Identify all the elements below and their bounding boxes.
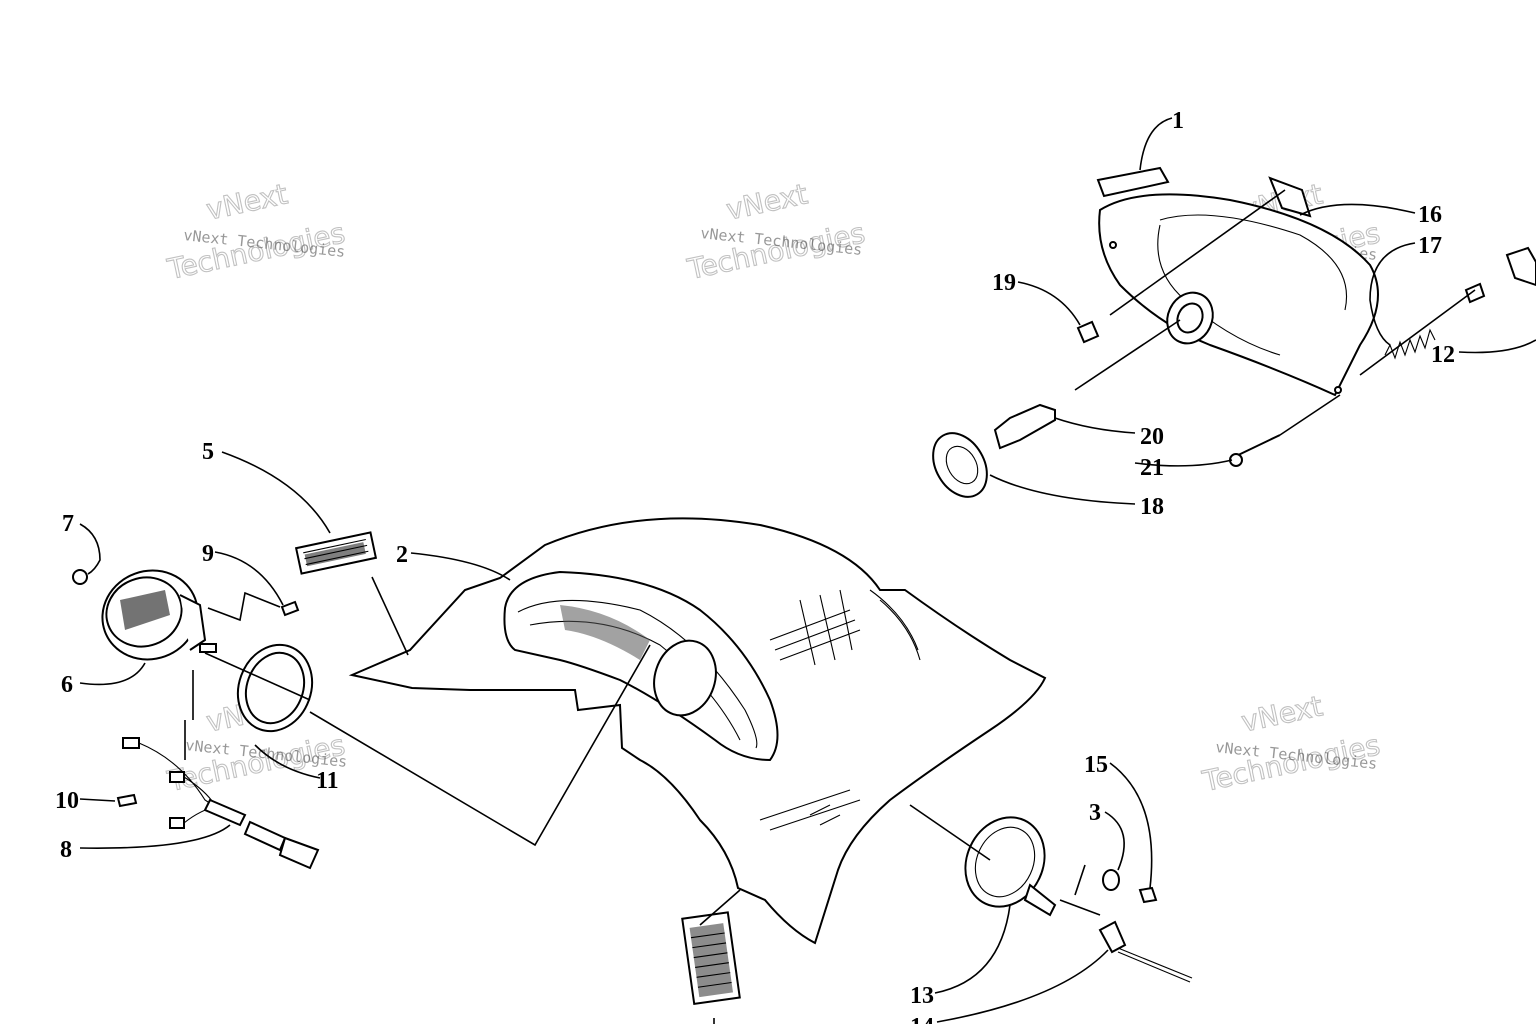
callout-6: 6 [61,672,73,698]
screw-7 [72,569,88,585]
wire-harness [122,737,320,870]
callout-15: 15 [1084,752,1108,778]
nut-15 [1138,886,1158,904]
callout-numbers: 1 2 3 5 6 7 8 9 10 11 12 13 14 15 16 17 … [55,108,1455,1024]
screw-19 [1076,320,1100,344]
retainer-ring-18 [932,432,988,498]
callout-18: 18 [1140,494,1164,520]
callout-14: 14 [910,1014,934,1024]
sensor-14 [1098,920,1193,983]
bezel-ring-11 [236,643,314,733]
callout-8: 8 [60,837,72,863]
leader-lines [79,117,1536,1024]
callout-19: 19 [992,270,1016,296]
callout-21: 21 [1140,455,1164,481]
callout-2: 2 [396,542,408,568]
callout-9: 9 [202,541,214,567]
callout-11: 11 [316,768,339,794]
svg-text:vNext: vNext [204,177,291,226]
spring-17 [1384,328,1436,360]
bulb-10 [116,793,138,808]
callout-12: 12 [1431,342,1455,368]
bolt-21 [1229,434,1281,467]
watermark-1: vNext Technologies [163,177,348,287]
callout-20: 20 [1140,424,1164,450]
callout-10: 10 [55,788,79,814]
console-hood [348,517,1047,945]
bulb-socket-20 [993,403,1056,450]
callout-5: 5 [202,439,214,465]
washer-3 [1102,869,1120,891]
callout-3: 3 [1089,800,1101,826]
callout-17: 17 [1418,233,1442,259]
decal-5 [294,531,378,575]
svg-text:vNext: vNext [724,177,811,226]
callout-13: 13 [910,983,934,1009]
adjuster-12 [1464,246,1536,304]
callout-1: 1 [1172,108,1184,134]
tail-light-13 [964,816,1057,917]
headlight-housing [1096,166,1379,397]
speedometer [101,569,217,661]
clip-9 [280,600,300,617]
callout-7: 7 [62,511,74,537]
svg-text:vNext: vNext [1239,689,1326,738]
callout-16: 16 [1418,202,1442,228]
decal-plate [681,911,741,1006]
